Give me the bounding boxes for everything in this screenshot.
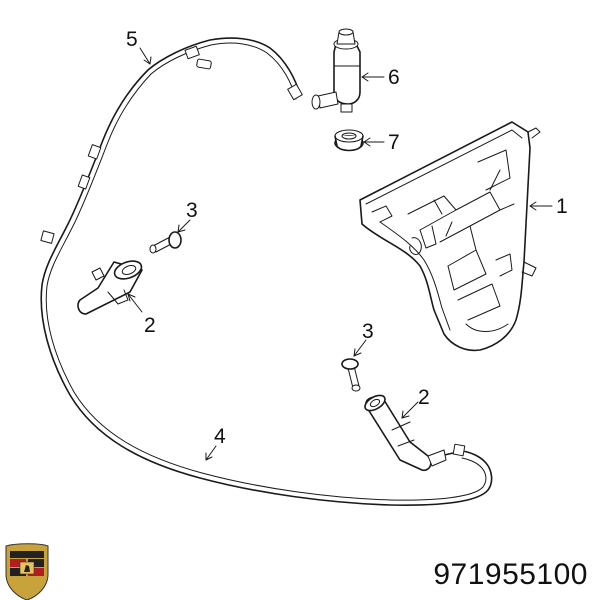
leader-lines [127,47,553,461]
porsche-crest-icon [5,543,49,600]
washer-reservoir [359,121,541,352]
washer-hose [40,37,493,506]
callout-4: 4 [214,425,226,448]
bolt-lower [341,358,361,392]
bolt-upper [149,231,182,254]
callout-7: 7 [388,131,400,154]
washer-pump [311,28,361,113]
pump-grommet [334,129,364,152]
callout-5: 5 [126,28,138,51]
nozzle-left [77,260,143,315]
callout-3a: 3 [186,199,198,222]
nozzle-right [364,394,447,472]
part-number: 971955100 [433,558,588,591]
callout-2a: 2 [144,314,156,337]
callout-6: 6 [388,66,400,89]
callout-1: 1 [556,195,568,218]
callout-3b: 3 [362,320,374,343]
callout-2b: 2 [418,386,430,409]
